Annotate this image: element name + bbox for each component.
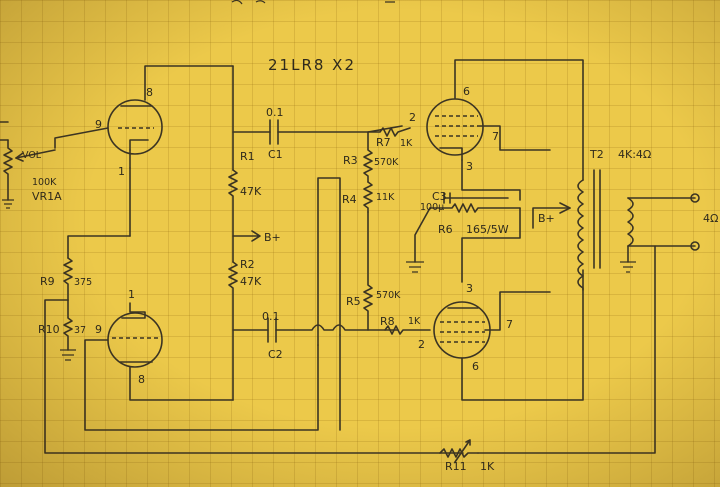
tube-v1-top	[107, 65, 234, 169]
pin-label: 3	[466, 282, 473, 295]
r9-name: R9	[40, 275, 55, 288]
volume-potentiometer	[2, 139, 56, 209]
r5-name: R5	[346, 295, 361, 308]
r10-name: R10	[38, 323, 60, 336]
output-terminal	[690, 241, 700, 251]
cropped-header-fragment	[231, 0, 395, 5]
resistor-r5	[363, 211, 373, 331]
resistor-r3	[363, 131, 373, 183]
r3-name: R3	[343, 154, 358, 167]
r10-value: 37	[74, 325, 86, 336]
r11-adjust-arrow	[454, 439, 471, 463]
cathode-wire	[67, 235, 131, 259]
cathode-wire	[461, 207, 521, 283]
c2-name: C2	[268, 348, 283, 361]
pin-label: 2	[418, 338, 425, 351]
pin-label: 1	[128, 288, 135, 301]
resistor-r2	[228, 261, 238, 401]
bplus-label: B+	[264, 231, 281, 244]
r2-name: R2	[240, 258, 255, 271]
crossover-wire	[317, 177, 341, 346]
pin-label: 8	[138, 373, 145, 386]
c1-name: C1	[268, 148, 283, 161]
resistor-r6	[429, 203, 521, 213]
schematic-title: 21LR8 X2	[268, 56, 356, 74]
output-terminal	[690, 193, 700, 203]
bplus-wire	[532, 207, 571, 229]
tube-v1-bottom	[107, 302, 234, 401]
pin-label: 8	[146, 86, 153, 99]
bplus-arrow	[559, 202, 571, 214]
bplus-arrow	[232, 230, 261, 242]
c1-value: 0.1	[266, 106, 284, 119]
pin-label: 6	[472, 360, 479, 373]
r8-value: 1K	[408, 316, 421, 327]
tube-v3-bottom	[433, 269, 584, 401]
r11-name: R11	[445, 460, 467, 473]
input-stub	[0, 121, 9, 141]
r5-value: 570K	[376, 290, 401, 301]
resistor-r9	[63, 257, 73, 301]
r1-name: R1	[240, 150, 255, 163]
resistor-r1	[228, 169, 238, 263]
capacitor-c3	[443, 192, 451, 204]
r2-value: 47K	[240, 275, 262, 288]
ground-symbol	[406, 261, 424, 273]
resistor-r7	[367, 127, 411, 137]
r7-name: R7	[376, 136, 391, 149]
cathode-wire	[461, 159, 521, 201]
resistor-r8	[384, 325, 431, 335]
capacitor-c1	[269, 119, 279, 145]
output-transformer	[477, 169, 696, 454]
pin-label: 1	[118, 165, 125, 178]
ground-symbol	[60, 349, 76, 361]
r8-name: R8	[380, 315, 395, 328]
resistor-r10	[63, 299, 73, 351]
pin-label: 7	[506, 318, 513, 331]
pin-label: 9	[95, 323, 102, 336]
r6-value: 165/5W	[466, 223, 509, 236]
c2-value: 0.1	[262, 310, 280, 323]
feedback-wire	[44, 299, 464, 454]
tube-v2-top	[426, 59, 584, 181]
grid-wire	[54, 127, 109, 149]
pin-label: 7	[492, 130, 499, 143]
grid-wire	[84, 339, 319, 431]
r4-value: 11K	[376, 192, 395, 203]
vr-value: 100K	[32, 177, 57, 188]
vr-name: VR1A	[32, 190, 62, 203]
r1-value: 47K	[240, 185, 262, 198]
t2-name: T2	[589, 148, 604, 161]
bplus-label: B+	[538, 212, 555, 225]
r7-value: 1K	[400, 138, 413, 149]
pin-label: 2	[409, 111, 416, 124]
pin-label: 9	[95, 118, 102, 131]
c3-name: C3	[432, 190, 447, 203]
pin-label: 3	[466, 160, 473, 173]
c3-value: 100μ	[420, 202, 444, 213]
resistor-r4	[363, 181, 373, 213]
c2-wire	[275, 324, 399, 331]
r11-value: 1K	[480, 460, 495, 473]
output-label: 4Ω	[703, 212, 718, 225]
r4-name: R4	[342, 193, 357, 206]
pin-label: 6	[463, 85, 470, 98]
vol-label: VOL	[22, 150, 42, 161]
r9-value: 375	[74, 277, 92, 288]
ground-wire	[414, 207, 431, 263]
resistor-r11	[439, 448, 479, 458]
r3-value: 570K	[374, 157, 399, 168]
r6-name: R6	[438, 223, 453, 236]
t2-value: 4K:4Ω	[618, 148, 651, 161]
